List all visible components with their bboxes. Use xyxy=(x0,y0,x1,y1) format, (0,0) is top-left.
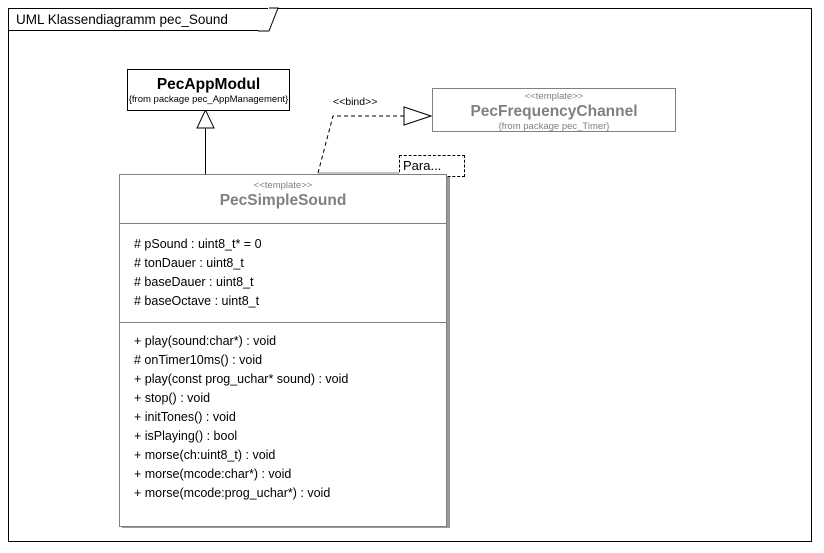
class-header-pec-simple-sound: <<template>> PecSimpleSound xyxy=(120,175,446,210)
attribute-row: # tonDauer : uint8_t xyxy=(134,256,244,270)
diagram-frame-top-edge xyxy=(277,8,812,9)
class-box-pec-frequency-channel[interactable]: <<template>> PecFrequencyChannel {from p… xyxy=(432,88,676,132)
class-name-pec-simple-sound: PecSimpleSound xyxy=(219,192,347,209)
operation-row: + play(const prog_uchar* sound) : void xyxy=(134,372,349,386)
class-header-pec-app-modul: PecAppModul {from package pec_AppManagem… xyxy=(128,70,289,105)
operation-row: # onTimer10ms() : void xyxy=(134,353,263,367)
operation-row: + stop() : void xyxy=(134,391,211,405)
bind-stereotype-label: <<bind>> xyxy=(333,96,378,108)
diagram-frame xyxy=(8,8,812,542)
diagram-title-label: UML Klassendiagramm pec_Sound xyxy=(16,12,228,27)
compartment-divider-attributes xyxy=(120,223,446,224)
class-name-pec-app-modul: PecAppModul xyxy=(156,76,261,93)
attribute-row: # baseOctave : uint8_t xyxy=(134,294,260,308)
class-stereotype-pec-simple-sound: <<template>> xyxy=(253,180,313,191)
class-package-pec-app-modul: {from package pec_AppManagement} xyxy=(128,94,289,105)
operation-row: + isPlaying() : bool xyxy=(134,429,238,443)
operation-row: + morse(mcode:char*) : void xyxy=(134,467,292,481)
class-box-pec-app-modul[interactable]: PecAppModul {from package pec_AppManagem… xyxy=(127,69,290,111)
diagram-title-tab[interactable] xyxy=(8,8,268,31)
class-box-pec-simple-sound[interactable]: <<template>> PecSimpleSound # pSound : u… xyxy=(119,174,447,527)
attribute-row: # pSound : uint8_t* = 0 xyxy=(134,237,262,251)
class-header-pec-frequency-channel: <<template>> PecFrequencyChannel {from p… xyxy=(433,89,675,132)
compartment-divider-operations xyxy=(120,322,446,323)
operations-compartment: + play(sound:char*) : void # onTimer10ms… xyxy=(134,332,440,503)
class-box-shadow-right xyxy=(447,177,450,528)
operation-row: + play(sound:char*) : void xyxy=(134,334,277,348)
operation-row: + initTones() : void xyxy=(134,410,236,424)
class-package-pec-frequency-channel: {from package pec_Timer} xyxy=(498,121,610,132)
class-name-pec-frequency-channel: PecFrequencyChannel xyxy=(470,103,638,120)
operation-row: + morse(mcode:prog_uchar*) : void xyxy=(134,486,331,500)
operation-row: + morse(ch:uint8_t) : void xyxy=(134,448,276,462)
attribute-row: # baseDauer : uint8_t xyxy=(134,275,254,289)
class-stereotype-pec-frequency-channel: <<template>> xyxy=(524,91,584,102)
attributes-compartment: # pSound : uint8_t* = 0 # tonDauer : uin… xyxy=(134,235,440,311)
template-parameter-label: Para... xyxy=(403,158,442,173)
